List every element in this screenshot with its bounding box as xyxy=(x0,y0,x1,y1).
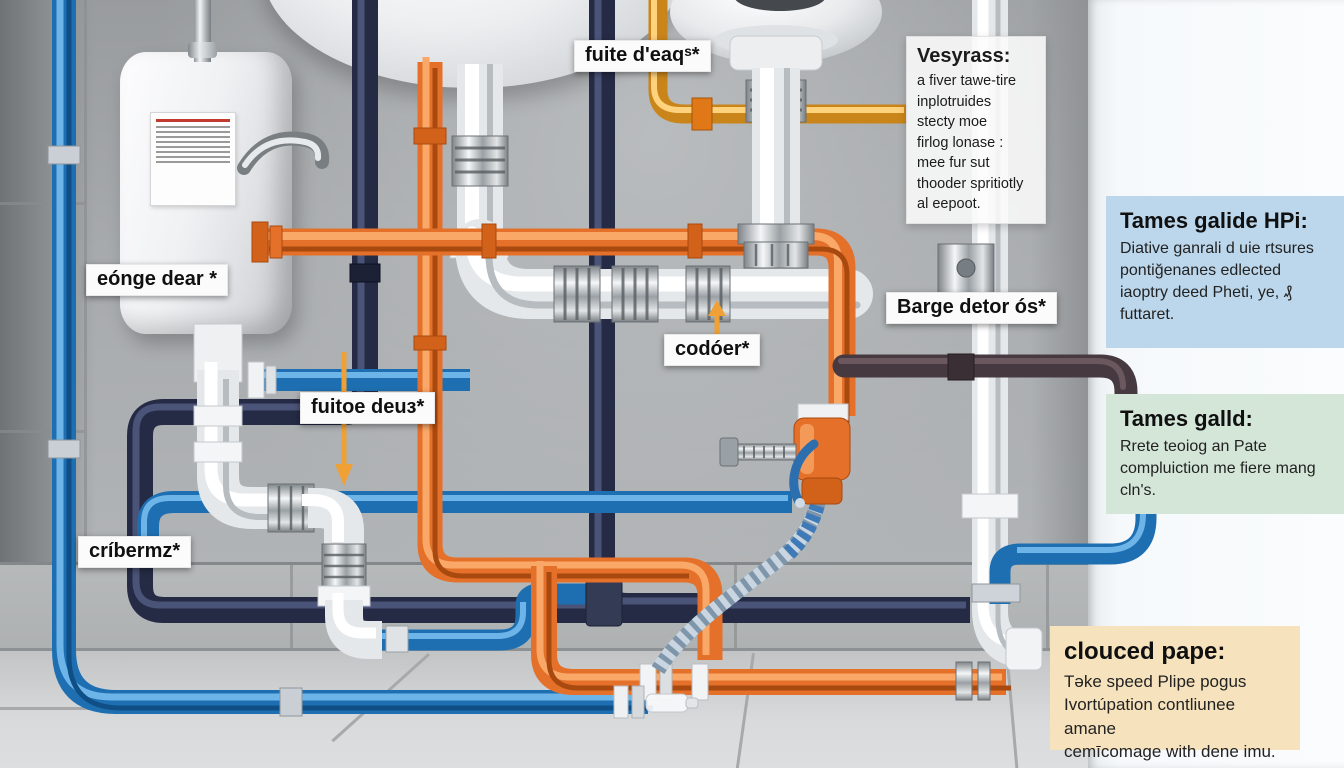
floor-grout-line xyxy=(0,707,150,710)
valve-lever xyxy=(789,439,819,507)
pipe-clamp xyxy=(47,145,81,165)
dark-iron-pipe xyxy=(832,353,1138,414)
pipe-fitting xyxy=(947,353,975,381)
callout-fuite-deau: fuite d'eaqˢ* xyxy=(574,40,711,72)
callout-codoer: codóer* xyxy=(664,334,761,366)
pipe-clamp xyxy=(279,687,303,717)
hose-coupling xyxy=(691,663,709,701)
pipe-clamp xyxy=(385,625,409,653)
arrow-up-icon xyxy=(708,300,726,336)
callout-fuitoe-deu: fuitoe deuз* xyxy=(300,392,436,424)
white-standpipe xyxy=(937,0,1043,671)
orange-pipe-mid xyxy=(413,57,723,660)
pipe-fitting xyxy=(687,223,703,259)
chrome-spout-icon xyxy=(237,131,330,175)
pipe-fitting xyxy=(413,335,447,351)
pipe-fitting xyxy=(413,127,447,145)
note-title: Tames galide HPi: xyxy=(1120,208,1308,233)
chrome-coupling-nut xyxy=(737,223,815,269)
pipe-clamp xyxy=(47,439,81,459)
blue-branch-pipe xyxy=(137,491,792,562)
wall-grout-line xyxy=(0,430,84,433)
chrome-band xyxy=(955,661,973,701)
note-box-orange: clouced pape: Təke speed Plipe pogus Ivo… xyxy=(1050,626,1300,761)
blue-pipe-end-fitting xyxy=(613,685,699,719)
note-box-blue: Tames galide HPi: Diative ganrali d uie … xyxy=(1106,196,1344,348)
wall-grout-line xyxy=(84,0,87,562)
overlay-note-vesyrass: Vesyrass: a fiver tawe-tire inplotruides… xyxy=(906,36,1046,224)
overlay-note-title: Vesyrass: xyxy=(917,45,1011,67)
chrome-band xyxy=(977,661,991,701)
callout-eonge-dear: eónge dear * xyxy=(86,264,229,296)
wall-grout-line xyxy=(0,202,84,205)
orange-floor-pipe xyxy=(531,561,1011,701)
pipe-fitting xyxy=(349,263,381,283)
note-title: clouced pape: xyxy=(1064,638,1226,665)
braided-hose xyxy=(651,493,828,675)
tile-grout-line xyxy=(1046,565,1049,650)
cistern-label-sticker xyxy=(150,112,236,206)
navy-junction-fitting xyxy=(585,579,623,627)
pipe-clamp xyxy=(971,583,1021,603)
callout-barge-detoros: Barge detor ós* xyxy=(886,292,1057,324)
callout-cribermz: críbermz* xyxy=(78,536,192,568)
blue-branch-pipe-right xyxy=(971,496,1157,604)
note-box-green: Tames galld: Rrete teoiog an Pate complu… xyxy=(1106,394,1344,514)
flush-rod-base xyxy=(188,42,217,58)
note-title: Tames galld: xyxy=(1120,406,1253,431)
blue-supply-pipe-left xyxy=(47,0,653,717)
gold-supply-pipe xyxy=(648,0,908,131)
shutoff-valve xyxy=(719,403,851,508)
pipe-fitting xyxy=(481,223,497,259)
white-trap-assembly xyxy=(193,323,382,659)
